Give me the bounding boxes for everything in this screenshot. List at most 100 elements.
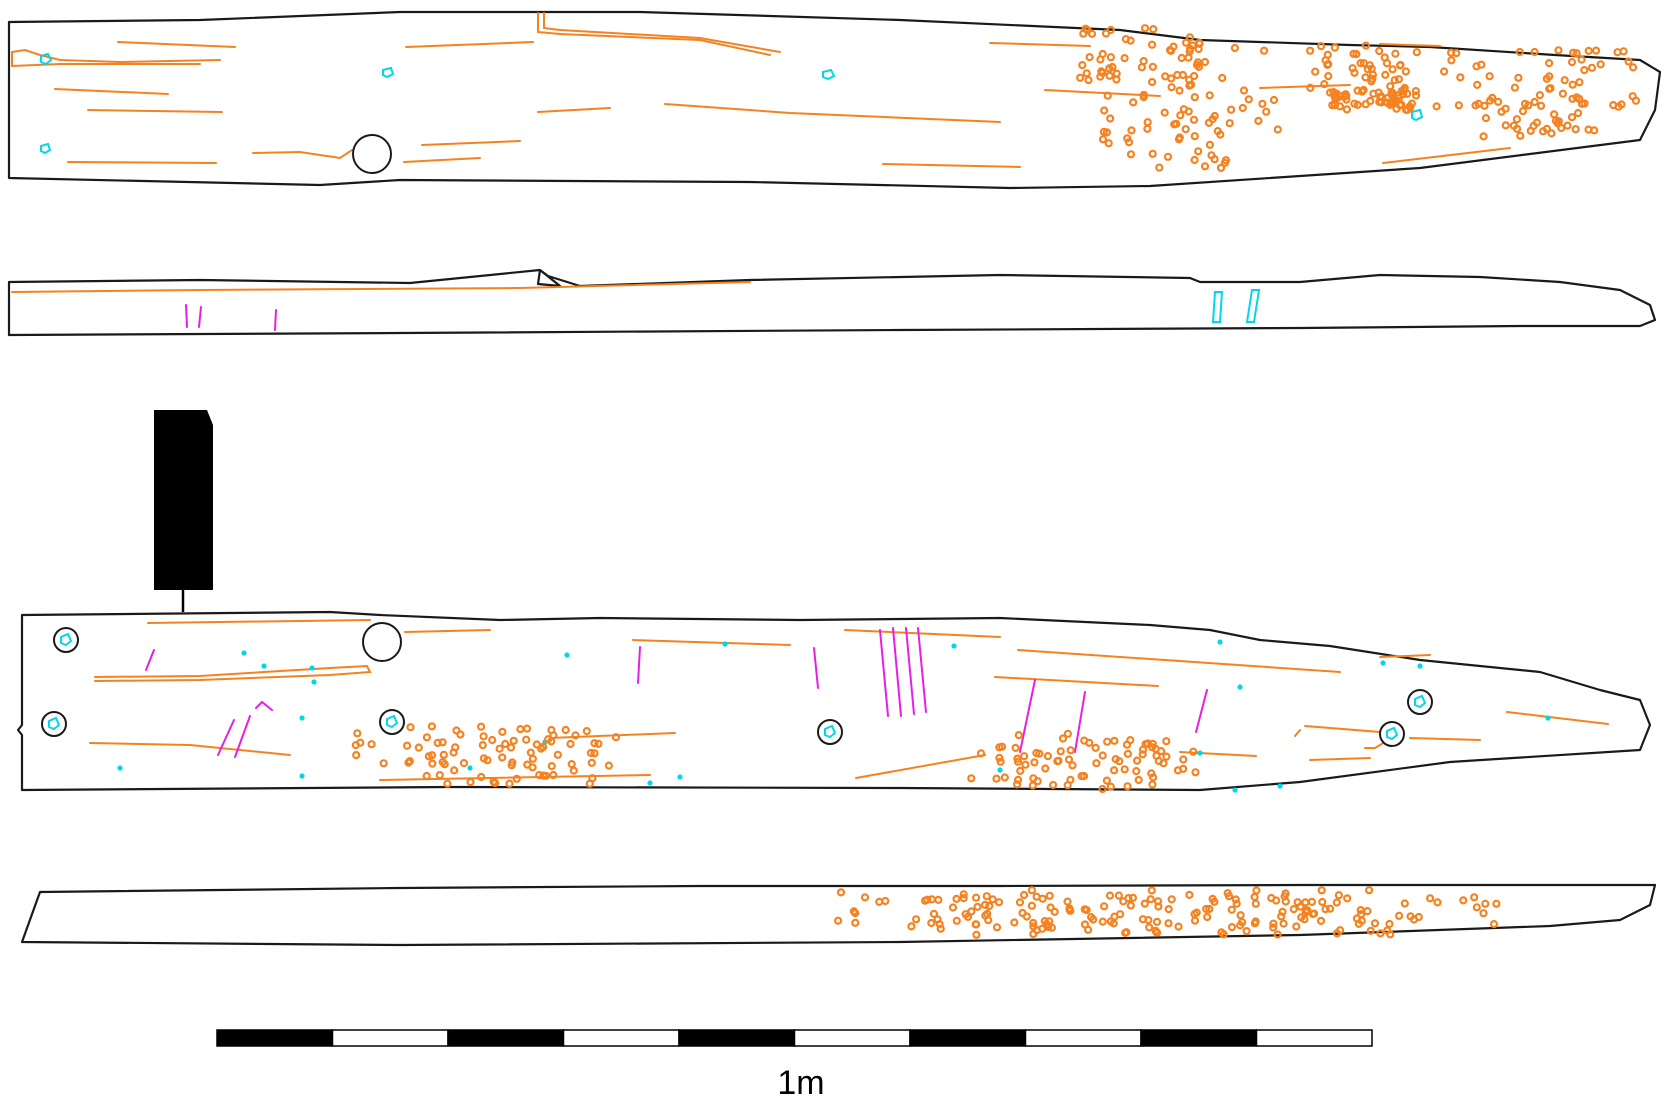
scale-bar-segment xyxy=(447,1029,565,1047)
shipworm-hole-mark xyxy=(1368,70,1378,79)
shipworm-hole-mark xyxy=(1472,903,1481,912)
shipworm-hole-mark xyxy=(1098,135,1108,144)
shipworm-hole-mark xyxy=(505,779,514,788)
shipworm-hole-mark xyxy=(1126,36,1135,45)
shipworm-hole-mark xyxy=(427,722,436,731)
shipworm-hole-mark xyxy=(1010,918,1019,927)
shipworm-hole-mark xyxy=(1343,894,1352,903)
grain-line xyxy=(11,281,751,293)
shipworm-hole-mark xyxy=(522,735,531,744)
shipworm-hole-mark xyxy=(1179,764,1188,773)
shipworm-hole-mark xyxy=(1124,138,1134,147)
shipworm-hole-mark xyxy=(1014,730,1023,740)
shipworm-hole-mark xyxy=(1106,25,1115,35)
shipworm-hole-mark xyxy=(1628,63,1638,72)
shipworm-hole-mark xyxy=(1098,68,1107,77)
nail-ring-icon xyxy=(1407,689,1433,715)
shipworm-hole-mark xyxy=(1143,124,1152,133)
shipworm-hole-mark xyxy=(1076,73,1085,82)
shipworm-hole-mark xyxy=(567,759,576,769)
shipworm-hole-mark xyxy=(1375,46,1384,56)
shipworm-hole-mark xyxy=(1516,131,1525,140)
shipworm-hole-mark xyxy=(1278,907,1287,917)
shipworm-hole-mark xyxy=(569,766,578,775)
shipworm-hole-mark xyxy=(466,777,475,787)
shipworm-damage-cluster xyxy=(967,729,1200,794)
shipworm-hole-mark xyxy=(1066,746,1075,755)
shipworm-hole-mark xyxy=(1085,52,1094,62)
shipworm-hole-mark xyxy=(1357,916,1366,925)
scale-bar-segment xyxy=(216,1029,334,1047)
shipworm-hole-mark xyxy=(1342,105,1352,114)
nail-ring-icon xyxy=(817,719,843,745)
nail-hole-icon xyxy=(1245,289,1261,323)
shipworm-hole-mark xyxy=(1152,751,1161,760)
scale-bar-segment xyxy=(1140,1029,1258,1047)
shipworm-hole-mark xyxy=(1331,90,1340,100)
shipworm-hole-mark xyxy=(1226,105,1236,114)
plank-outline-side-1 xyxy=(7,268,1657,337)
shipworm-hole-mark xyxy=(1584,125,1593,134)
shipworm-hole-mark xyxy=(1153,897,1163,906)
scale-bar-segment xyxy=(1255,1029,1373,1047)
nail-dot-mark xyxy=(299,715,305,721)
shipworm-hole-mark xyxy=(1231,895,1240,904)
shipworm-hole-mark xyxy=(571,731,580,740)
cyan-nail-dots xyxy=(117,639,1551,793)
shipworm-hole-mark xyxy=(604,761,614,770)
shipworm-hole-mark xyxy=(1114,891,1124,900)
shipworm-hole-mark xyxy=(1098,784,1107,794)
shipworm-hole-mark xyxy=(1167,83,1176,92)
nail-ring-icon xyxy=(41,711,67,737)
shipworm-hole-mark xyxy=(522,724,532,733)
shipworm-hole-mark xyxy=(1568,94,1577,103)
shipworm-hole-mark xyxy=(1259,46,1269,55)
shipworm-hole-mark xyxy=(1027,901,1037,910)
shipworm-hole-mark xyxy=(1530,47,1539,57)
shipworm-hole-mark xyxy=(1454,101,1464,110)
shipworm-hole-mark xyxy=(1292,922,1301,931)
shipworm-hole-mark xyxy=(1619,47,1628,56)
shipworm-hole-mark xyxy=(1179,105,1189,114)
shipworm-hole-mark xyxy=(352,750,361,760)
shipworm-hole-mark xyxy=(1098,917,1107,926)
shipworm-hole-mark xyxy=(995,753,1004,763)
shipworm-hole-mark xyxy=(1405,102,1414,111)
scale-bar-segment xyxy=(678,1029,796,1047)
shipworm-hole-mark xyxy=(1480,101,1489,110)
shipworm-hole-mark xyxy=(1342,95,1351,104)
shipworm-hole-mark xyxy=(1391,49,1400,58)
shipworm-hole-mark xyxy=(1544,58,1554,68)
shipworm-hole-mark xyxy=(594,739,603,748)
shipworm-hole-mark xyxy=(508,758,517,767)
plank-outline-side-2 xyxy=(20,883,1657,947)
shipworm-hole-mark xyxy=(1066,775,1075,784)
shipworm-hole-mark xyxy=(1300,915,1309,924)
shipworm-hole-mark xyxy=(1148,773,1158,782)
shipworm-hole-mark xyxy=(911,915,921,924)
treenail-hole-icon xyxy=(362,622,402,662)
shipworm-hole-mark xyxy=(1488,93,1497,103)
shipworm-hole-mark xyxy=(1236,911,1245,920)
shipworm-hole-mark xyxy=(1032,926,1042,935)
shipworm-hole-mark xyxy=(353,729,362,738)
nail-dot-mark xyxy=(1232,787,1238,793)
shipworm-hole-mark xyxy=(1306,83,1315,93)
shipworm-hole-mark xyxy=(1132,756,1142,765)
shipworm-hole-mark xyxy=(1162,752,1171,761)
shipworm-hole-mark xyxy=(1388,88,1397,98)
shipworm-hole-mark xyxy=(1021,760,1030,769)
shipworm-hole-mark xyxy=(1572,49,1581,58)
shipworm-hole-mark xyxy=(967,907,976,916)
shipworm-hole-mark xyxy=(1394,75,1404,84)
shipworm-hole-mark xyxy=(952,894,961,904)
shipworm-hole-mark xyxy=(1022,912,1031,921)
shipworm-hole-mark xyxy=(1108,62,1117,72)
shipworm-hole-mark xyxy=(980,900,990,910)
shipworm-hole-mark xyxy=(427,751,437,760)
shipworm-hole-mark xyxy=(590,739,599,748)
shipworm-hole-mark xyxy=(1200,57,1210,67)
shipworm-hole-mark xyxy=(1577,55,1586,64)
shipworm-hole-mark xyxy=(1027,886,1037,895)
shipworm-hole-mark xyxy=(1216,163,1226,172)
